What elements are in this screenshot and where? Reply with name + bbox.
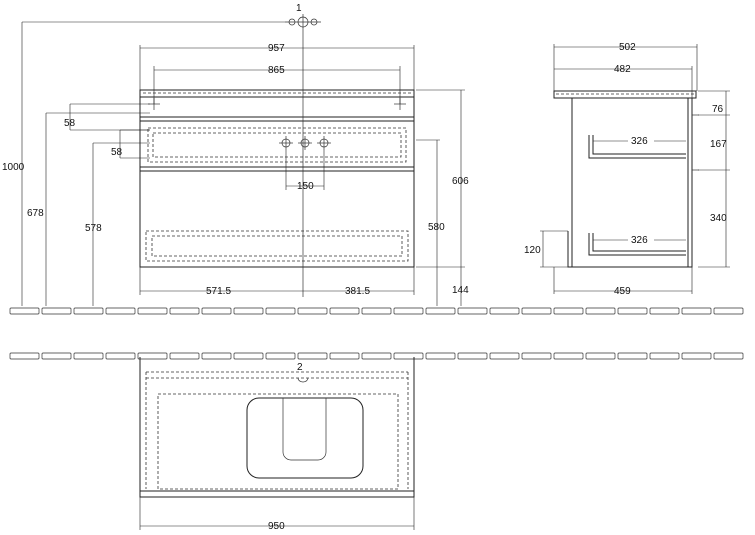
wall-tile — [169, 307, 200, 315]
tap-holes — [279, 136, 331, 150]
front-lower-drawer-outline — [145, 230, 409, 262]
dim-578: 578 — [85, 223, 102, 234]
wall-tile — [457, 352, 488, 360]
wall-tile — [265, 352, 296, 360]
front-top-plate — [139, 89, 415, 98]
dim-571-5: 571.5 — [206, 286, 231, 297]
side-upper-drawer — [588, 135, 686, 159]
front-upper-drawer-outline — [147, 127, 407, 163]
dim-950: 950 — [268, 521, 285, 532]
front-view — [139, 30, 415, 297]
wall-tile — [201, 352, 232, 360]
dim-120: 120 — [524, 245, 541, 256]
side-view — [553, 90, 699, 268]
dim-58-drawer: 58 — [111, 147, 123, 158]
dim-482: 482 — [614, 64, 631, 75]
wall-tile — [137, 307, 168, 315]
plan-front-edge — [139, 490, 415, 498]
wall-tile — [201, 307, 232, 315]
wall-tile — [521, 352, 552, 360]
wall-tile — [681, 307, 712, 315]
wall-tile — [649, 352, 680, 360]
dim-326-lower: 326 — [631, 235, 648, 246]
view-1-label: 1 — [296, 3, 302, 14]
dim-957: 957 — [268, 43, 285, 54]
wall-tile — [361, 307, 392, 315]
dim-76: 76 — [712, 104, 724, 115]
dim-865: 865 — [268, 65, 285, 76]
wall-tile — [73, 307, 104, 315]
dim-580: 580 — [428, 222, 445, 233]
plan-view: 2 — [139, 357, 415, 498]
wall-tile — [233, 352, 264, 360]
wall-tile — [425, 307, 456, 315]
wall-tile — [617, 307, 648, 315]
wall-tile — [169, 352, 200, 360]
wall-tile — [297, 307, 328, 315]
dim-326-upper: 326 — [631, 136, 648, 147]
wall-tile — [585, 307, 616, 315]
wall-tile — [521, 307, 552, 315]
wall-tile — [681, 352, 712, 360]
wall-tile — [105, 307, 136, 315]
side-lower-drawer — [588, 233, 686, 256]
side-dimensions: 502 482 76 167 340 326 326 120 45 — [524, 42, 730, 297]
wall-tile — [265, 307, 296, 315]
wall-tile — [105, 352, 136, 360]
side-top-plate — [553, 90, 697, 99]
dim-381-5: 381.5 — [345, 286, 370, 297]
dim-58-top: 58 — [64, 118, 76, 129]
view-2-label: 2 — [297, 362, 303, 373]
dim-150: 150 — [297, 181, 314, 192]
wall-tile — [713, 307, 744, 315]
dim-502: 502 — [619, 42, 636, 53]
wall-tile — [393, 307, 424, 315]
wall-tile — [329, 352, 360, 360]
wall-tile — [361, 352, 392, 360]
wall-tile — [585, 352, 616, 360]
wall-tile — [489, 352, 520, 360]
wall-tile — [137, 352, 168, 360]
wall-tile — [553, 307, 584, 315]
wall-tile — [73, 352, 104, 360]
dim-1000: 1000 — [2, 162, 25, 173]
front-dimensions: 957 865 58 58 1000 678 578 150 — [2, 21, 469, 306]
dim-678: 678 — [27, 208, 44, 219]
wall-tile — [457, 307, 488, 315]
wall-tile — [649, 307, 680, 315]
wall-tile — [617, 352, 648, 360]
wall-tile — [9, 352, 40, 360]
dim-340: 340 — [710, 213, 727, 224]
dim-459: 459 — [614, 286, 631, 297]
wall-tile — [553, 352, 584, 360]
wall-tile — [425, 352, 456, 360]
wall-tile — [393, 352, 424, 360]
wall-tile — [41, 352, 72, 360]
front-cabinet-body — [139, 96, 415, 268]
washbasin-bowl — [282, 398, 327, 461]
dim-167: 167 — [710, 139, 727, 150]
dim-606: 606 — [452, 176, 469, 187]
washbasin-outline — [246, 397, 364, 479]
wall-tiles-lower — [9, 352, 744, 360]
wall-tile — [233, 307, 264, 315]
side-cabinet-body — [571, 97, 693, 268]
wall-tile — [297, 352, 328, 360]
wall-tile — [329, 307, 360, 315]
dim-144: 144 — [452, 285, 469, 296]
plan-dimensions: 950 — [139, 497, 415, 532]
wall-tiles-upper — [9, 307, 744, 315]
wall-tile — [41, 307, 72, 315]
wall-tile — [713, 352, 744, 360]
wall-tile — [489, 307, 520, 315]
wall-tile — [9, 307, 40, 315]
view-1-marker: 1 — [285, 3, 321, 30]
